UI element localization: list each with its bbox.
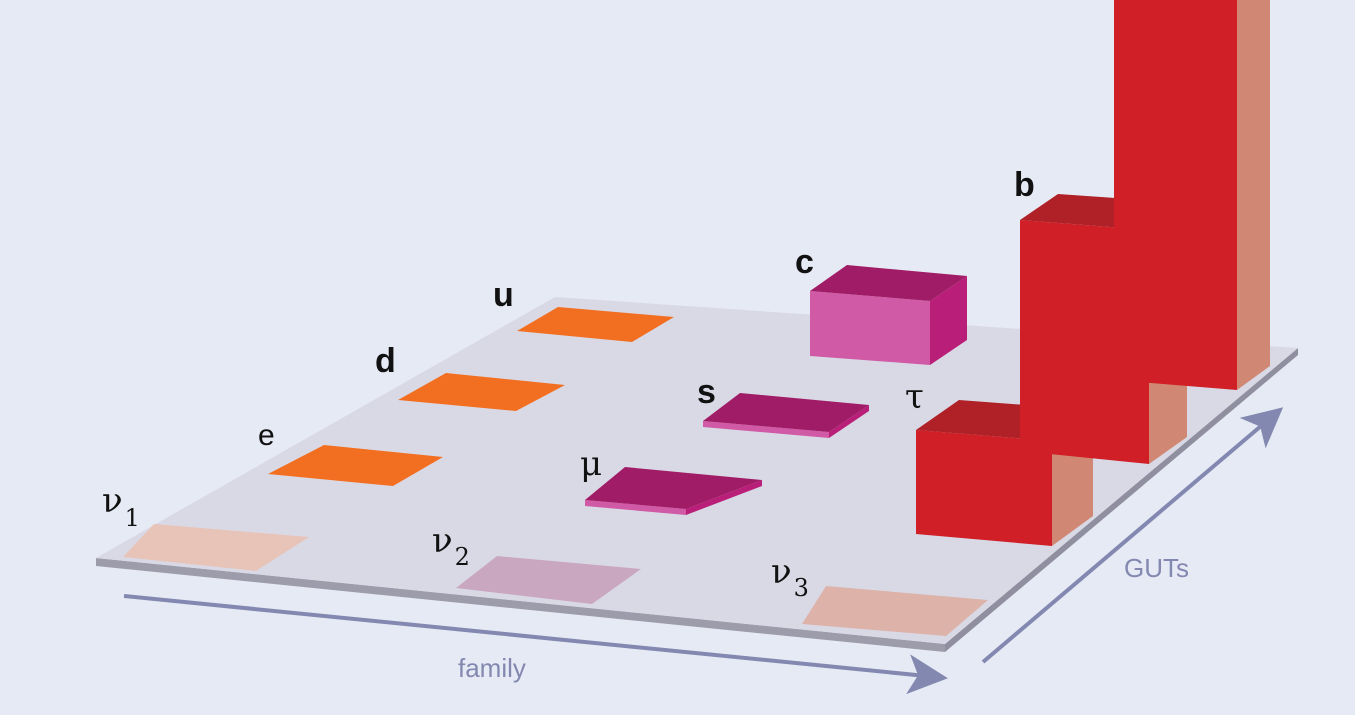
label-tau: τ [905,377,924,417]
c-box-top [810,265,967,301]
plane-edge [96,558,945,652]
label-nu2: ν2 [432,521,470,571]
t-bar-front [1114,0,1237,390]
e-tile [268,445,443,486]
label-e: e [258,419,275,452]
u-tile [517,307,674,342]
t-bar-side [1237,0,1270,390]
c-box-front [810,291,930,365]
family-axis-label: family [458,653,526,683]
mu-slab-side [686,480,762,515]
family-axis-arrow [123,594,948,695]
nu3-tile [802,586,988,636]
nu2-tile [456,556,641,604]
c-box-side [930,276,967,365]
s-slab-front [703,421,829,438]
mu-slab-top [585,467,762,509]
base-plane [96,297,1298,644]
plane-edge-side [945,348,1298,652]
label-d: d [375,342,396,380]
label-c: c [795,243,814,281]
label-mu: μ [580,444,602,484]
label-nu1: ν1 [102,481,140,532]
s-slab-side [829,405,869,438]
mu-slab-front [585,500,686,515]
label-nu3: ν3 [771,552,809,602]
guts-axis-label: GUTs [1124,553,1189,583]
d-tile [398,373,565,411]
guts-axis-arrow [981,407,1284,664]
label-u: u [493,276,514,314]
s-slab-top [703,393,869,432]
nu1-tile [123,524,309,571]
tau-box-front [916,430,1052,546]
label-b: b [1014,166,1035,204]
label-s: s [697,373,716,411]
